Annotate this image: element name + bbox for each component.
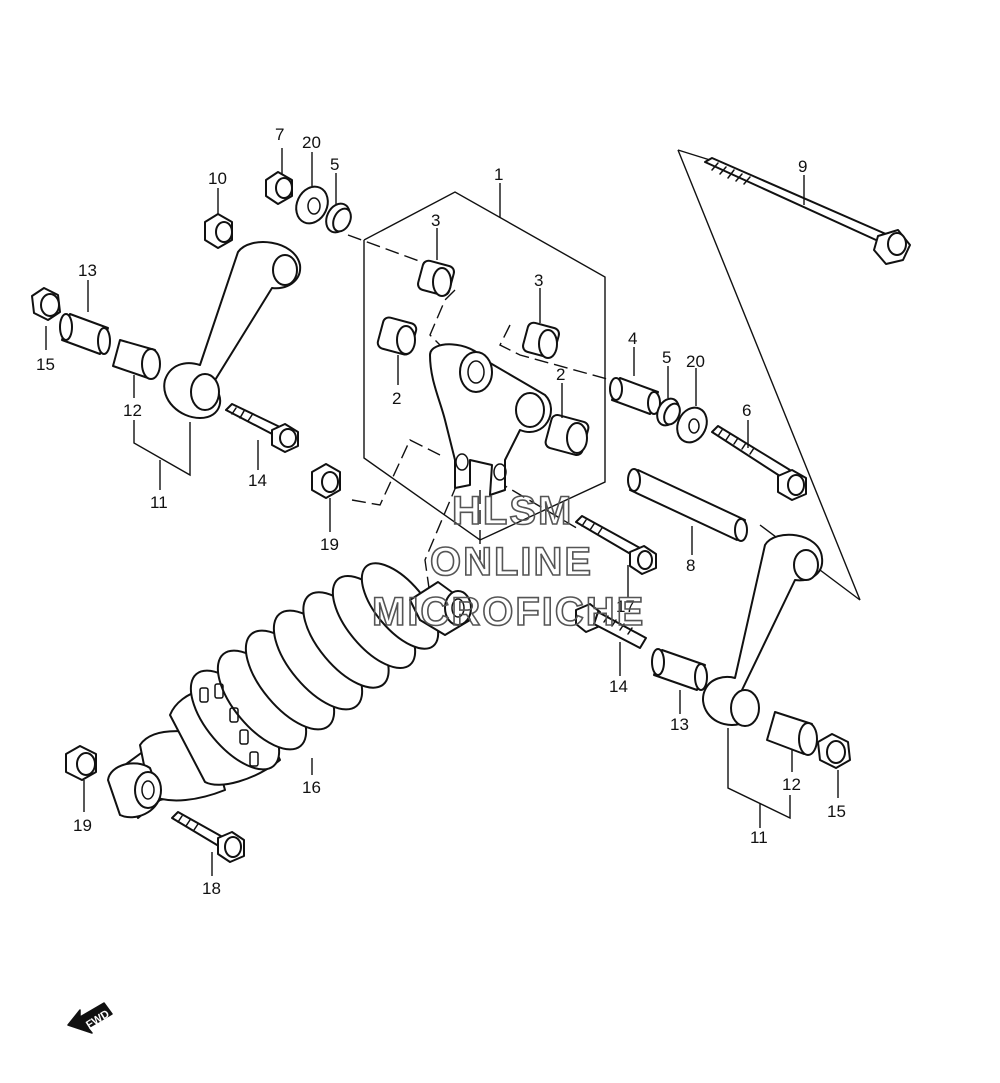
seal-5-right [656,397,681,427]
seal-5-top [325,202,352,234]
bearing-3-upper [417,259,455,297]
bolt-6 [711,425,807,501]
cushion-lever-boundary [363,191,606,541]
bushing-19-upper [311,463,341,499]
callout-4: 4 [628,329,637,348]
shock-cage-slots [199,683,259,767]
callout-10: 10 [208,169,227,188]
cushion-rod-left [163,241,302,419]
callout-8: 8 [686,556,695,575]
bolt-14-right [575,603,647,649]
callout-14-left: 14 [248,471,267,490]
spacer-13-left [59,313,111,355]
spacer-13-right [651,648,708,691]
callout-5-top: 5 [330,155,339,174]
callout-15-left: 15 [36,355,55,374]
callout-3-right: 3 [534,271,543,290]
bolt-18 [171,811,245,863]
watermark-line-3: MICROFICHE [372,590,645,634]
bearing-2-right [544,414,590,456]
cushion-rod-right [702,533,824,727]
rear-shock-absorber [107,562,472,819]
callout-13-right: 13 [670,715,689,734]
leader-lines [45,148,839,876]
callout-2-left: 2 [392,389,401,408]
washer-20-right [676,406,708,444]
bearing-12-right [766,711,818,756]
shaft-8 [627,468,748,542]
nut-10 [204,213,233,249]
callout-20-right: 20 [686,352,705,371]
callout-17: 17 [616,597,635,616]
callout-18: 18 [202,879,221,898]
fwd-arrow: FWD [67,1002,113,1034]
nut-15-right [817,733,851,769]
bearing-12-left [112,339,161,380]
callout-11-left: 11 [150,493,168,512]
collar-4 [609,377,661,415]
callout-15-right: 15 [827,802,846,821]
callout-9: 9 [798,157,807,176]
callout-3-upper: 3 [431,211,440,230]
assembly-dash-lines [347,234,641,596]
long-through-bolt [704,157,911,265]
washer-20-top [295,185,329,225]
callout-2-right: 2 [556,365,565,384]
callout-19-lower: 19 [73,816,92,835]
callout-12-right: 12 [782,775,801,794]
callout-11-right: 11 [750,828,768,847]
bolt-14-left [225,403,299,453]
callout-6: 6 [742,401,751,420]
bushing-19-lower [65,745,97,781]
bearing-3-right [522,321,560,359]
watermark-line-1: HLSM [452,489,573,533]
callout-1: 1 [494,165,503,184]
callout-labels: 1 3 3 2 2 4 5 20 6 7 20 5 10 13 15 12 14… [36,125,846,898]
callout-20-top: 20 [302,133,321,152]
nut-15-left [31,287,61,321]
shock-spring-coils [189,562,440,771]
callout-12-left: 12 [123,401,142,420]
bearing-2-left [376,316,418,356]
callout-16: 16 [302,778,321,797]
watermark-line-2: ONLINE [430,540,593,584]
watermark: HLSM ONLINE MICROFICHE [371,488,645,635]
callout-14-right: 14 [609,677,628,696]
nut-7 [265,171,293,205]
cushion-lever [429,343,552,496]
callout-19-upper: 19 [320,535,339,554]
bolt-17 [575,515,657,575]
callout-5-right: 5 [662,348,671,367]
callout-7: 7 [275,125,284,144]
callout-13-left: 13 [78,261,97,280]
